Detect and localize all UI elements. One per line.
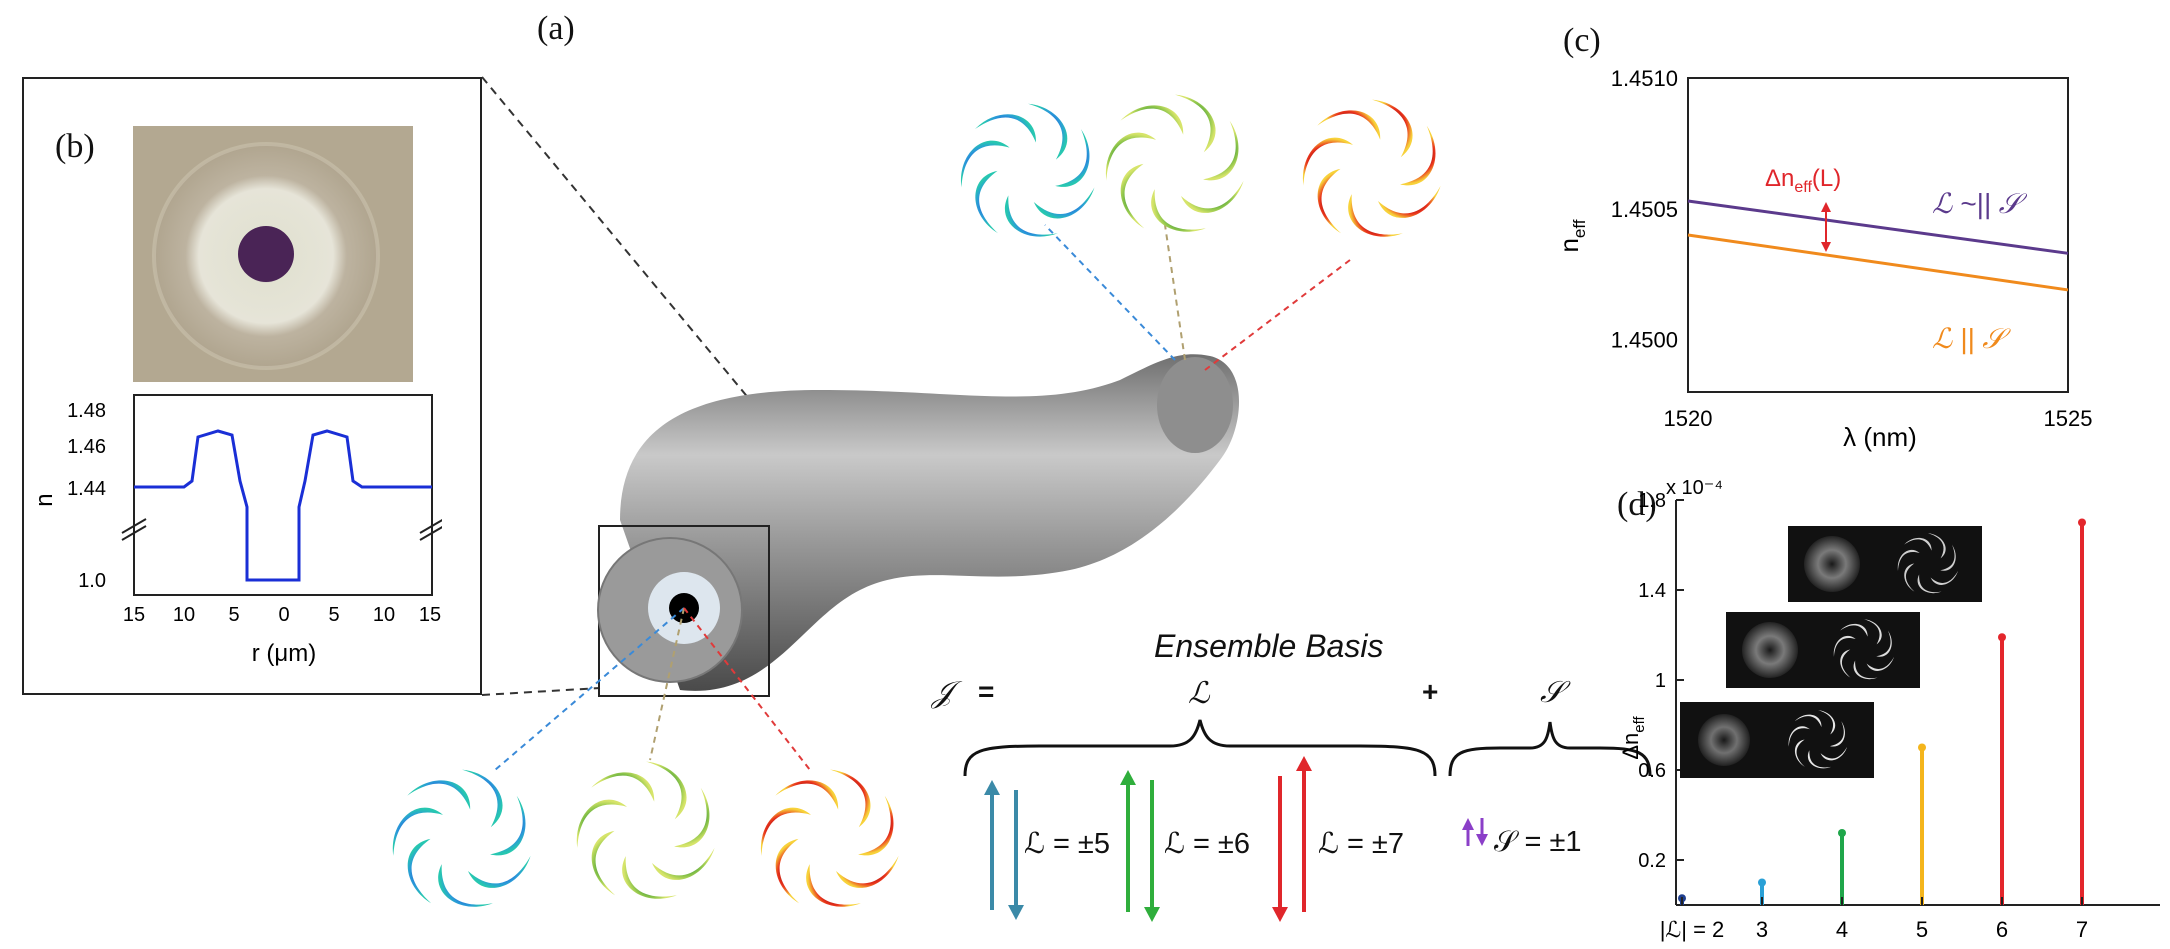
- ensemble-title: Ensemble Basis: [1154, 628, 1384, 664]
- panel-label-c: (c): [1563, 22, 1601, 59]
- eq-plus: +: [1422, 676, 1439, 707]
- d-ytick-3: 0.6: [1638, 760, 1666, 782]
- d-ylabel: Δneff: [1620, 715, 1648, 759]
- c-plot-frame: [1687, 77, 2069, 393]
- term-S: 𝒮 = ±1: [1494, 826, 1582, 858]
- c-legend-par: ℒ || 𝒮: [1932, 323, 2011, 354]
- b-xtick-3: 5: [228, 604, 239, 626]
- d-xtick-2: |ℒ| = 2: [1660, 917, 1725, 942]
- b-xtick-2: 10: [173, 604, 195, 626]
- panel-d-chart: x 10⁻⁴ Δneff 1.8 1.4 1 0.6 0.2 |ℒ| = 2 3 4 5 6 7: [1620, 477, 2160, 942]
- b-xtick-7: 15: [419, 604, 441, 626]
- mode-blue-bottom: [384, 764, 543, 922]
- index-profile-line: [134, 429, 432, 582]
- d-ytick-4: 0.2: [1638, 850, 1666, 872]
- c-ytick-0: 1.4510: [1611, 66, 1678, 91]
- fiber-body: [620, 354, 1240, 691]
- arrows-L6: [1120, 770, 1160, 922]
- term-L6: ℒ = ±6: [1164, 828, 1250, 860]
- zoom-line-top: [481, 76, 761, 413]
- c-xlabel: λ (nm): [1843, 422, 1917, 452]
- panel-c-chart: 1.4510 1.4505 1.4500 1520 1525 neff λ (nm) Δ…: [1554, 66, 2093, 452]
- arrows-L5: [984, 780, 1024, 920]
- term-L5: ℒ = ±5: [1024, 828, 1110, 860]
- d-exponent: x 10⁻⁴: [1666, 477, 1723, 499]
- eq-equals: =: [978, 676, 995, 707]
- d-bar-cap-7: [2078, 518, 2086, 527]
- d-inset-7: [1788, 526, 1982, 602]
- d-xtick-6: 6: [1996, 917, 2008, 942]
- mode-red-bottom: [752, 764, 911, 922]
- c-xtick-1: 1525: [2044, 406, 2093, 431]
- mode-green-bottom: [568, 756, 727, 914]
- d-bar-cap-3: [1758, 878, 1766, 887]
- c-ylabel: neff: [1554, 219, 1589, 252]
- panel-label-b: (b): [55, 128, 95, 165]
- b-ytick-4: 1.0: [78, 570, 106, 592]
- c-annotation: Δneff(L): [1765, 165, 1841, 196]
- term-L7: ℒ = ±7: [1318, 828, 1404, 860]
- d-bar-cap-4: [1838, 829, 1846, 837]
- b-xtick-5: 5: [328, 604, 339, 626]
- b-xtick-6: 10: [373, 604, 395, 626]
- d-ytick-1: 1.4: [1638, 580, 1666, 602]
- d-bar-cap-6: [1998, 633, 2006, 642]
- b-ytick-2: 1.46: [67, 436, 106, 458]
- c-annotation-arrow: [1821, 202, 1831, 252]
- d-ytick-0: 1.8: [1638, 490, 1666, 512]
- zoom-line-bottom: [481, 687, 601, 696]
- b-xlabel: r (μm): [252, 640, 316, 667]
- brace-S: [1448, 721, 1652, 777]
- panel-label-d: (d): [1617, 486, 1657, 523]
- d-xtick-7: 7: [2076, 917, 2088, 942]
- fiber-far-end: [1157, 357, 1233, 453]
- b-xtick-1: 15: [123, 604, 145, 626]
- mode-green-top: [1097, 89, 1256, 247]
- arrows-S: [1462, 818, 1488, 846]
- eq-L: ℒ: [1188, 677, 1210, 710]
- b-ytick-1: 1.48: [67, 400, 106, 422]
- panel-b-plot: 1.48 1.46 1.44 1.0 n 15 10 5 0 5 10 15 r…: [31, 394, 442, 667]
- fiber-photo: [133, 126, 413, 382]
- c-series-line-1: [1687, 233, 2069, 292]
- c-xtick-0: 1520: [1664, 406, 1713, 431]
- b-xtick-4: 0: [278, 604, 289, 626]
- d-xtick-3: 3: [1756, 917, 1768, 942]
- c-ytick-2: 1.4500: [1611, 328, 1678, 353]
- panel-label-a: (a): [537, 10, 575, 47]
- d-xtick-4: 4: [1836, 917, 1848, 942]
- d-inset-5: [1680, 702, 1874, 778]
- eq-S: 𝒮: [1540, 676, 1564, 709]
- panel-b-frame: [22, 77, 482, 695]
- c-legend-perp: ℒ ~|| 𝒮: [1932, 188, 2028, 219]
- c-ytick-1: 1.4505: [1611, 197, 1678, 222]
- mode-blue-top: [952, 98, 1106, 251]
- brace-L: [963, 719, 1437, 777]
- arrows-L7: [1272, 756, 1312, 922]
- b-ylabel: n: [31, 493, 58, 506]
- mode-red-top: [1294, 94, 1453, 252]
- d-inset-6: [1726, 612, 1920, 688]
- d-xtick-5: 5: [1916, 917, 1928, 942]
- d-bar-cap-5: [1918, 743, 1926, 752]
- eq-J: 𝒥: [932, 676, 953, 709]
- d-ytick-2: 1: [1655, 670, 1666, 692]
- b-ytick-3: 1.44: [67, 478, 106, 500]
- c-series-line-0: [1687, 199, 2069, 255]
